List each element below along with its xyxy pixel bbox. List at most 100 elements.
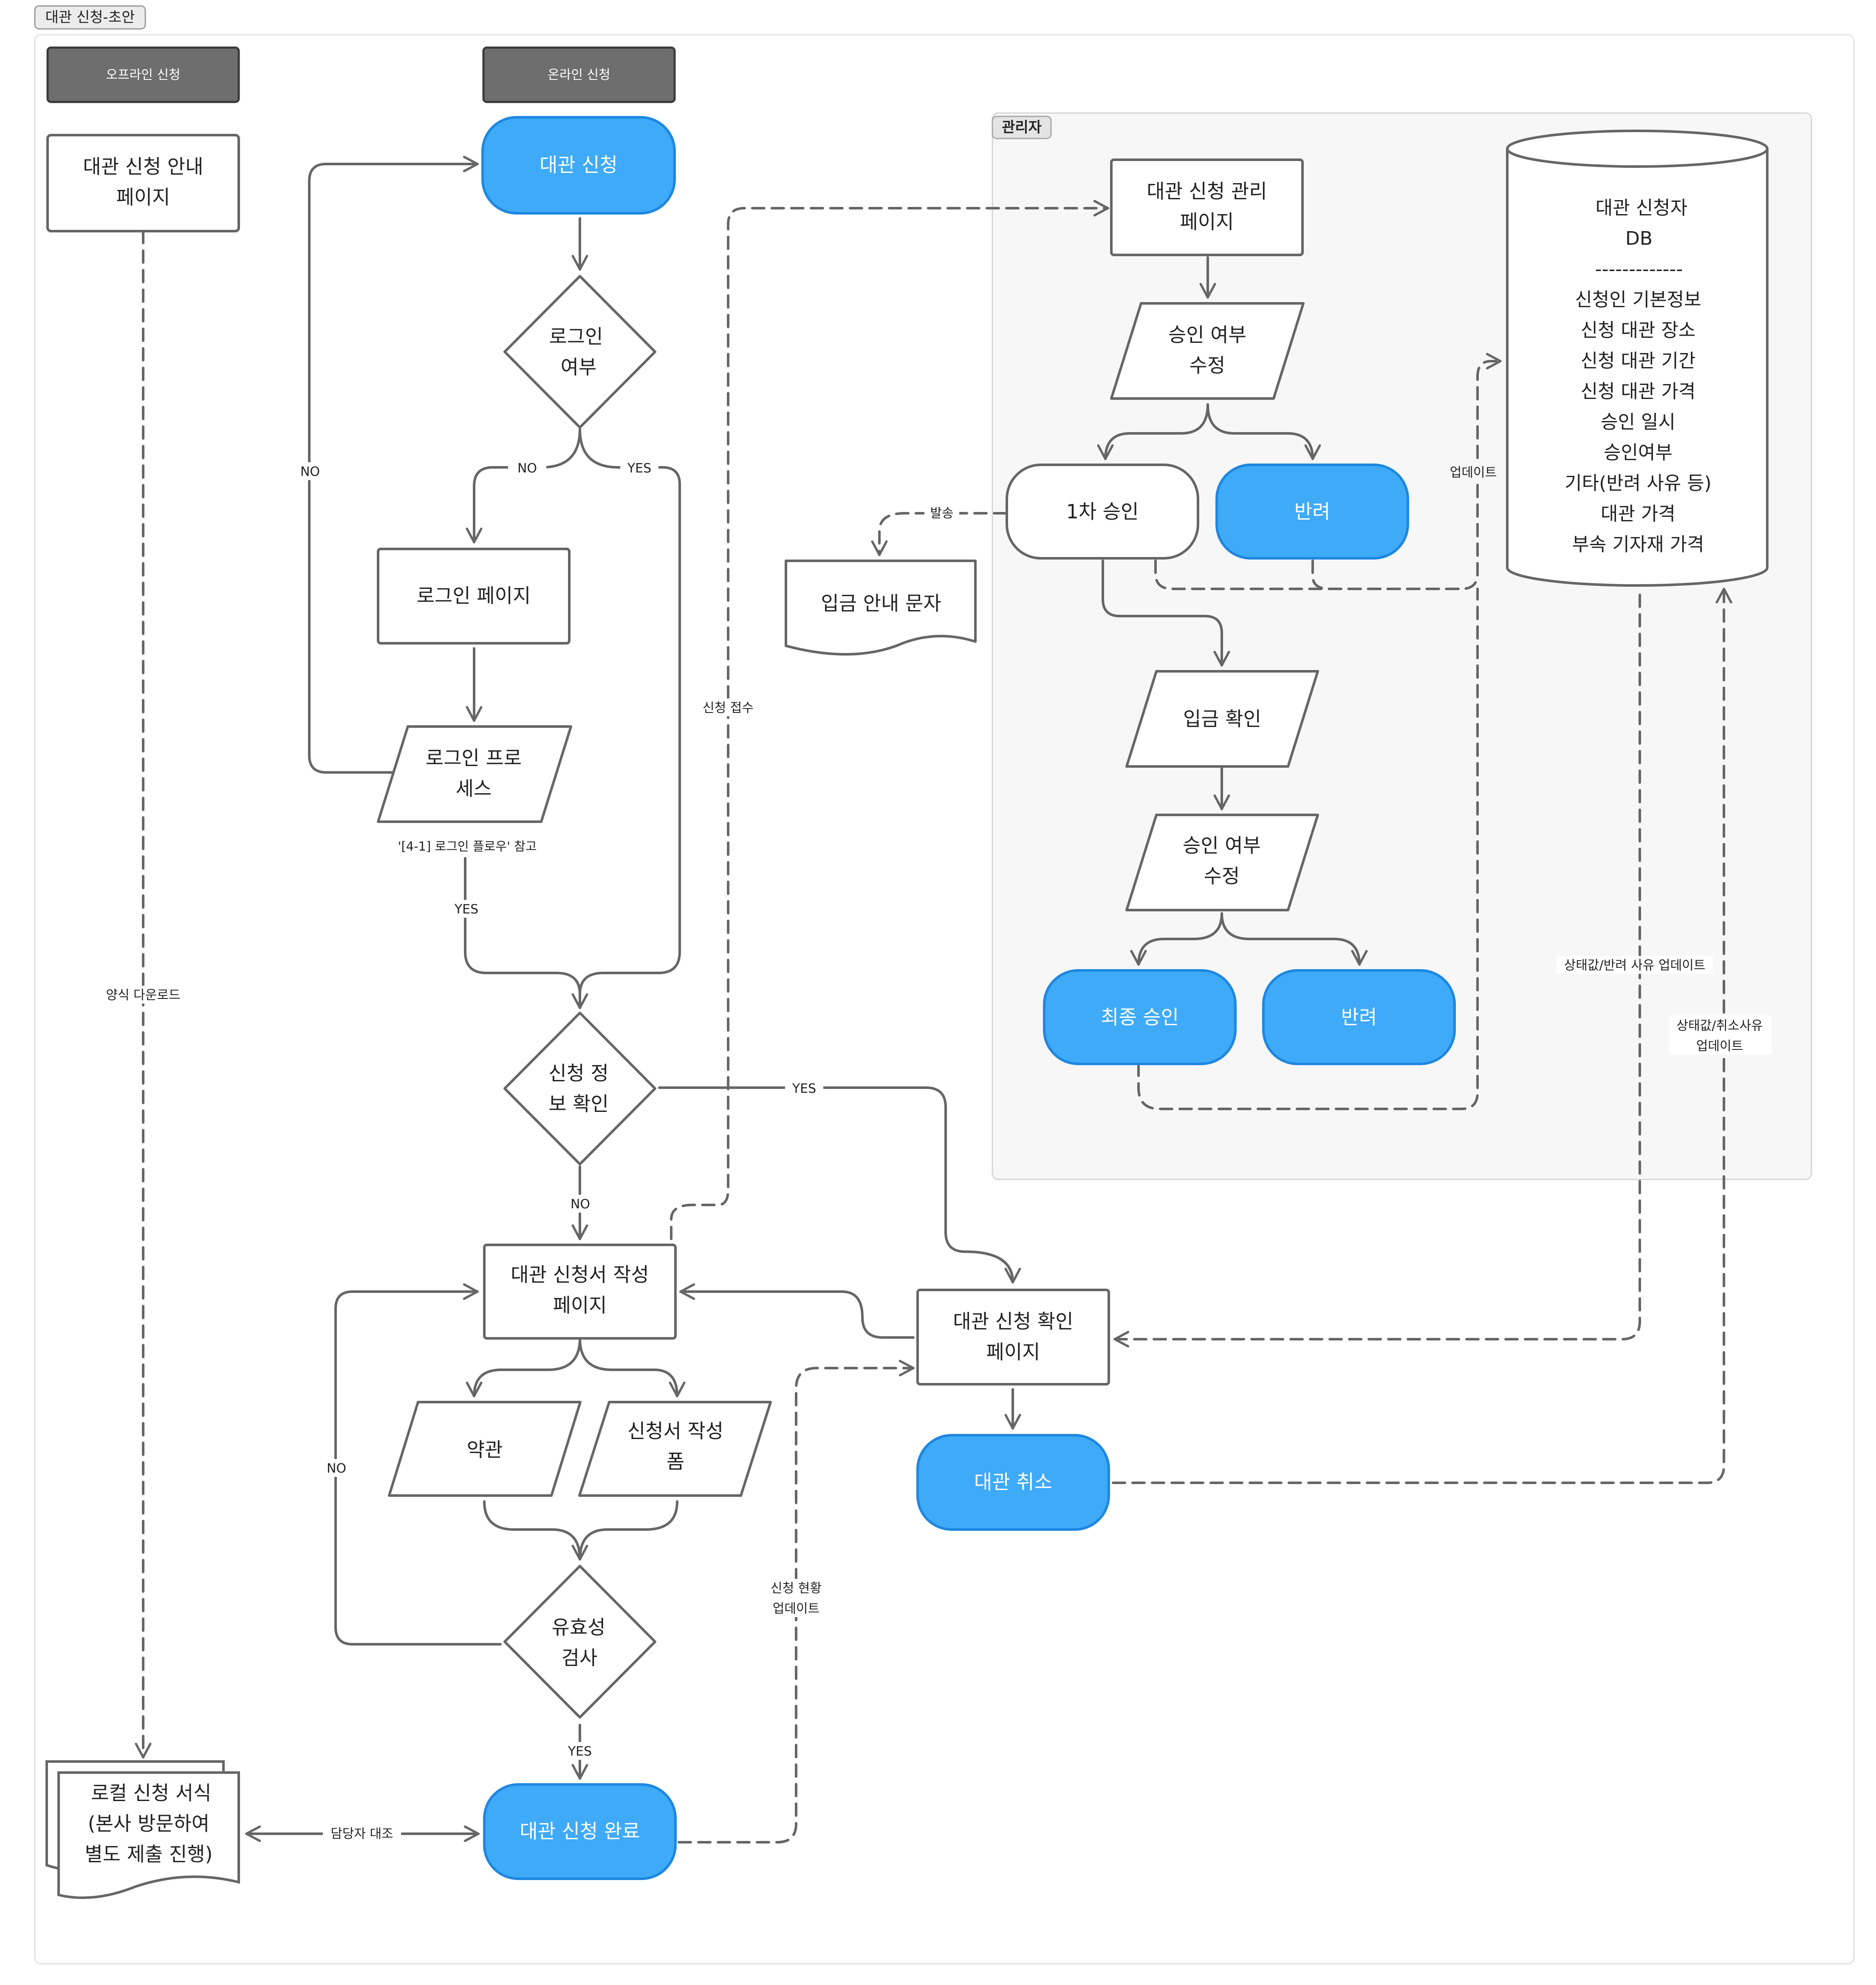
local-form-line1: 로컬 신청 서식 <box>91 1781 211 1804</box>
node-deposit-sms: 입금 안내 문자 <box>785 560 977 656</box>
label-validation-no: NO <box>327 1461 346 1476</box>
label-status-update-2: 업데이트 <box>773 1601 819 1616</box>
db-line-8: 승인 일시 <box>1601 411 1675 433</box>
frame-title: 대관 신청-초안 <box>45 9 135 26</box>
frame-title-tag <box>34 5 146 30</box>
edge-db-to-confirm <box>1113 594 1641 1348</box>
label-login-yes: YES <box>627 461 651 476</box>
reject-2-label: 반려 <box>1341 1006 1377 1029</box>
node-approve-edit-2: 승인 여부 수정 <box>1125 814 1319 911</box>
local-form-line2: (본사 방문하여 <box>88 1812 210 1835</box>
node-login-check: 로그인 여부 <box>503 275 656 429</box>
login-check-line2: 여부 <box>561 356 597 379</box>
edge-cancel-to-db <box>1112 588 1732 1484</box>
node-terms: 약관 <box>388 1401 582 1497</box>
first-approval-label: 1차 승인 <box>1066 500 1139 523</box>
confirm-page-line1: 대관 신청 확인 <box>953 1310 1073 1333</box>
lane-online-label: 온라인 신청 <box>548 68 610 82</box>
node-validation: 유효성 검사 <box>503 1565 656 1719</box>
label-info-yes: YES <box>792 1081 816 1096</box>
edge-status-update <box>678 1360 915 1844</box>
node-reject-2: 반려 <box>1262 969 1456 1065</box>
node-login-page: 로그인 페이지 <box>377 548 571 645</box>
form-page-line2: 페이지 <box>553 1294 607 1317</box>
node-first-approval: 1차 승인 <box>1006 464 1199 560</box>
edge-confirm-to-form <box>679 1283 915 1339</box>
label-status-update-1: 신청 현황 <box>771 1581 822 1596</box>
edge-merge-to-validation <box>483 1500 588 1561</box>
db-line-6: 신청 대관 기간 <box>1581 350 1696 372</box>
edge-form-split <box>466 1337 581 1397</box>
node-form-page: 대관 신청서 작성 페이지 <box>483 1244 677 1340</box>
node-deposit-check: 입금 확인 <box>1125 670 1319 768</box>
form-fill-line1: 신청서 작성 <box>627 1419 723 1442</box>
offline-guide-line1: 대관 신청 안내 <box>83 155 203 178</box>
db-line-3: ------------- <box>1595 258 1683 280</box>
edge-db-update-reject1 <box>1311 560 1463 590</box>
edge-db-update-final <box>1137 588 1479 1110</box>
form-page-line1: 대관 신청서 작성 <box>511 1263 649 1286</box>
label-sms-send: 발송 <box>930 506 953 521</box>
admin-title: 관리자 <box>1002 119 1042 136</box>
label-apply-received: 신청 접수 <box>703 701 754 715</box>
label-login-proc-yes: YES <box>454 902 478 917</box>
edge-edit1-to-reject1 <box>1206 403 1321 460</box>
node-apply: 대관 신청 <box>481 116 676 215</box>
login-process-line2: 세스 <box>456 777 492 800</box>
admin-page-line2: 페이지 <box>1180 210 1234 233</box>
form-fill-line2: 폼 <box>667 1450 684 1473</box>
cancel-label: 대관 취소 <box>974 1470 1052 1493</box>
edge-merge-right <box>579 1500 678 1561</box>
edge-edit2-to-reject2 <box>1221 912 1368 966</box>
node-apply-done: 대관 신청 완료 <box>483 1783 677 1880</box>
edge-login-process-yes <box>464 857 588 1009</box>
local-form-line3: 별도 제출 진행) <box>85 1843 212 1866</box>
apply-done-label: 대관 신청 완료 <box>520 1820 640 1843</box>
node-confirm-page: 대관 신청 확인 페이지 <box>916 1289 1110 1386</box>
db-line-12: 부속 기자재 가격 <box>1572 534 1704 555</box>
login-note: '[4-1] 로그인 플로우' 참고 <box>398 839 537 854</box>
label-info-no: NO <box>571 1197 590 1212</box>
db-line-7: 신청 대관 가격 <box>1581 381 1696 402</box>
approve-edit-1-line2: 수정 <box>1189 354 1226 377</box>
connectors-dashed <box>135 200 1732 1844</box>
node-db: 대관 신청자 DB ------------- 신청인 기본정보 신청 대관 장… <box>1506 130 1769 587</box>
lane-offline-label: 오프라인 신청 <box>106 68 180 82</box>
label-db-status-cancel-2: 업데이트 <box>1696 1039 1743 1054</box>
approve-edit-1-line1: 승인 여부 <box>1168 323 1246 346</box>
node-offline-guide: 대관 신청 안내 페이지 <box>46 134 240 232</box>
edge-first-to-deposit <box>1102 560 1230 667</box>
db-line-4: 신청인 기본정보 <box>1575 289 1701 311</box>
label-login-no: NO <box>517 461 537 476</box>
edge-edit2-to-final <box>1130 912 1223 966</box>
db-line-9: 승인여부 <box>1604 442 1673 464</box>
approve-edit-2-line1: 승인 여부 <box>1183 834 1261 857</box>
login-page-label: 로그인 페이지 <box>417 584 531 607</box>
node-approve-edit-1: 승인 여부 수정 <box>1110 302 1305 400</box>
validation-line1: 유효성 <box>552 1616 606 1639</box>
final-approval-label: 최종 승인 <box>1101 1006 1179 1029</box>
label-staff-compare: 담당자 대조 <box>331 1827 393 1841</box>
node-form-fill: 신청서 작성 폼 <box>578 1401 772 1497</box>
edge-info-check-yes <box>658 1086 1021 1284</box>
edge-labels: NO YES NO '[4-1] 로그인 플로우' 참고 YES 신청 접수 Y… <box>98 459 1771 1843</box>
label-validation-yes: YES <box>568 1744 592 1759</box>
lane-offline-header: 오프라인 신청 <box>46 46 240 103</box>
validation-line2: 검사 <box>562 1646 598 1669</box>
apply-label: 대관 신청 <box>540 153 618 176</box>
connectors-solid <box>245 156 1368 1842</box>
label-loop-no: NO <box>300 464 320 479</box>
node-admin-page: 대관 신청 관리 페이지 <box>1110 158 1304 256</box>
label-db-status-reject: 상태값/반려 사유 업데이트 <box>1564 958 1706 973</box>
node-cancel: 대관 취소 <box>916 1434 1110 1531</box>
label-db-status-cancel-1: 상태값/취소사유 <box>1676 1018 1763 1033</box>
confirm-page-line2: 페이지 <box>986 1340 1040 1363</box>
node-login-process: 로그인 프로 세스 <box>377 725 572 823</box>
edge-login-check-yes <box>571 428 681 1009</box>
admin-tag <box>992 116 1052 139</box>
node-info-check: 신청 정 보 확인 <box>503 1012 656 1165</box>
node-local-form: 로컬 신청 서식 (본사 방문하여 별도 제출 진행) <box>45 1760 240 1899</box>
edge-form-split-right <box>579 1337 686 1397</box>
edge-edit1-to-first <box>1097 403 1209 460</box>
